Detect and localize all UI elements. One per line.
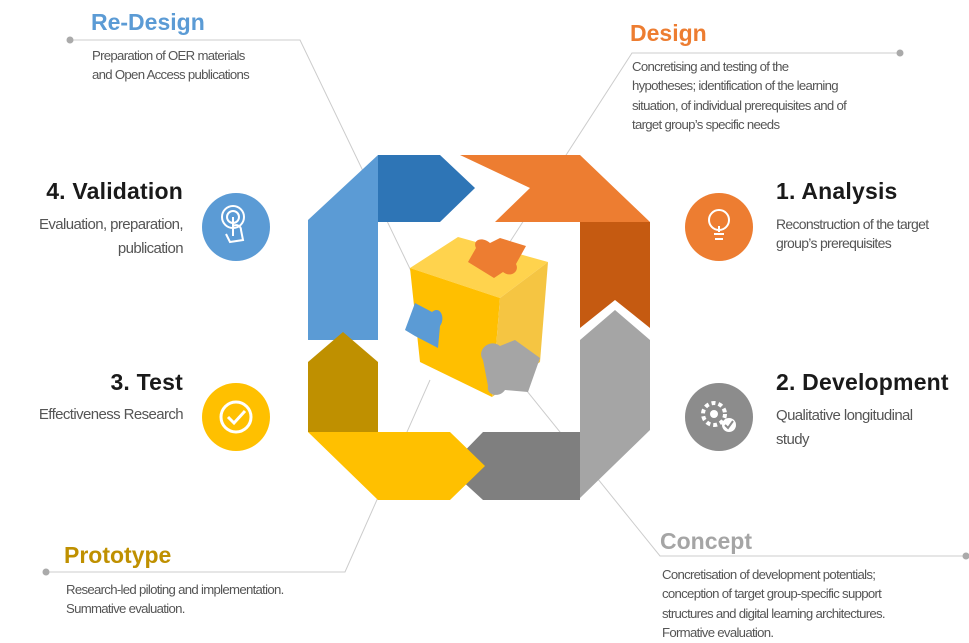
test-icon-circle [202,383,270,451]
test-title: 3. Test [110,369,183,396]
gray-arrow-vertical [580,310,650,498]
gold-arrow-head [308,332,378,432]
design-description: Concretising and testing of the hypothes… [632,57,846,135]
validation-desc-line: Evaluation, preparation, [39,213,183,237]
yellow-arrow-bottom [308,432,485,500]
blue-arrow-vertical [308,155,378,340]
design-title: Design [630,20,707,47]
prototype-dot [43,569,50,576]
design-dot [897,50,904,57]
test-description: Effectiveness Research [39,403,183,427]
prototype-title: Prototype [64,542,171,569]
development-desc-line: Qualitative longitudinal [776,404,913,428]
development-description: Qualitative longitudinal study [776,404,913,452]
redesign-title: Re-Design [91,9,205,36]
analysis-title: 1. Analysis [776,178,898,205]
blue-arrow-head [378,155,475,222]
prototype-desc-line: Summative evaluation. [66,599,284,618]
redesign-desc-line: and Open Access publications [92,65,249,84]
concept-dot [963,553,969,560]
redesign-desc-line: Preparation of OER materials [92,46,249,65]
redesign-dot [67,37,74,44]
analysis-desc-line: group’s prerequisites [776,234,928,253]
design-desc-line: hypotheses; identification of the learni… [632,76,846,95]
development-desc-line: study [776,428,913,452]
test-desc-line: Effectiveness Research [39,403,183,427]
orange-arrow-top [460,155,650,222]
prototype-desc-line: Research-led piloting and implementation… [66,580,284,599]
concept-description: Concretisation of development potentials… [662,565,885,643]
concept-desc-line: structures and digital learning architec… [662,604,885,623]
validation-description: Evaluation, preparation, publication [39,213,183,261]
puzzle-cube [405,237,548,397]
design-desc-line: target group’s specific needs [632,115,846,134]
concept-desc-line: Concretisation of development potentials… [662,565,885,584]
redesign-description: Preparation of OER materials and Open Ac… [92,46,249,85]
analysis-desc-line: Reconstruction of the target [776,215,928,234]
concept-title: Concept [660,528,752,555]
analysis-description: Reconstruction of the target group’s pre… [776,215,928,254]
design-desc-line: Concretising and testing of the [632,57,846,76]
validation-title: 4. Validation [46,178,183,205]
design-desc-line: situation, of individual prerequisites a… [632,96,846,115]
development-icon-circle [685,383,753,451]
development-title: 2. Development [776,369,949,396]
concept-desc-line: Formative evaluation. [662,623,885,642]
validation-desc-line: publication [39,237,183,261]
concept-desc-line: conception of target group-specific supp… [662,584,885,603]
prototype-description: Research-led piloting and implementation… [66,580,284,619]
